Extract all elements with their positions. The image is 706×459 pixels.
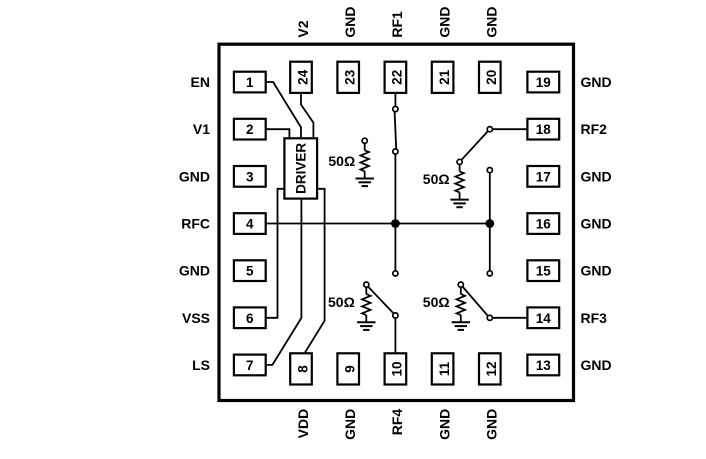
svg-text:GND: GND	[484, 409, 500, 440]
svg-text:DRIVER: DRIVER	[294, 143, 309, 194]
svg-text:VDD: VDD	[295, 409, 311, 439]
svg-text:20: 20	[484, 70, 499, 85]
svg-text:19: 19	[536, 75, 551, 90]
svg-text:VSS: VSS	[182, 310, 210, 326]
svg-text:GND: GND	[581, 216, 612, 232]
svg-text:16: 16	[536, 217, 552, 232]
svg-text:RF2: RF2	[581, 121, 608, 137]
svg-text:50Ω: 50Ω	[328, 294, 355, 310]
svg-text:10: 10	[390, 361, 405, 376]
svg-text:GND: GND	[342, 409, 358, 440]
svg-text:3: 3	[246, 169, 254, 184]
svg-text:LS: LS	[192, 357, 210, 373]
svg-text:4: 4	[246, 217, 254, 232]
svg-text:V1: V1	[193, 121, 210, 137]
svg-text:5: 5	[246, 264, 254, 279]
svg-text:7: 7	[246, 358, 254, 373]
svg-text:EN: EN	[191, 74, 210, 90]
svg-text:12: 12	[484, 361, 499, 376]
svg-text:11: 11	[437, 361, 452, 376]
svg-text:GND: GND	[342, 6, 358, 37]
svg-text:50Ω: 50Ω	[423, 294, 450, 310]
svg-text:15: 15	[536, 264, 552, 279]
svg-text:GND: GND	[581, 357, 612, 373]
svg-text:18: 18	[536, 122, 552, 137]
svg-text:RF4: RF4	[389, 409, 405, 436]
svg-text:21: 21	[437, 69, 452, 85]
svg-text:GND: GND	[436, 409, 452, 440]
svg-text:50Ω: 50Ω	[328, 153, 355, 169]
svg-text:GND: GND	[436, 6, 452, 37]
svg-text:1: 1	[246, 75, 254, 90]
svg-text:GND: GND	[581, 168, 612, 184]
svg-text:RFC: RFC	[181, 216, 210, 232]
svg-text:8: 8	[295, 365, 310, 373]
svg-text:GND: GND	[484, 6, 500, 37]
svg-text:RF3: RF3	[581, 310, 608, 326]
svg-text:9: 9	[343, 365, 358, 373]
svg-text:V2: V2	[295, 20, 311, 37]
svg-text:14: 14	[536, 311, 552, 326]
svg-text:GND: GND	[581, 74, 612, 90]
svg-text:22: 22	[390, 70, 405, 85]
svg-text:2: 2	[246, 122, 254, 137]
svg-text:17: 17	[536, 169, 551, 184]
svg-text:23: 23	[343, 69, 358, 85]
svg-text:GND: GND	[179, 263, 210, 279]
svg-text:24: 24	[295, 69, 310, 85]
svg-text:GND: GND	[179, 168, 210, 184]
svg-text:50Ω: 50Ω	[423, 171, 450, 187]
svg-text:RF1: RF1	[389, 11, 405, 38]
svg-text:6: 6	[246, 311, 254, 326]
svg-text:13: 13	[536, 358, 552, 373]
svg-text:GND: GND	[581, 263, 612, 279]
